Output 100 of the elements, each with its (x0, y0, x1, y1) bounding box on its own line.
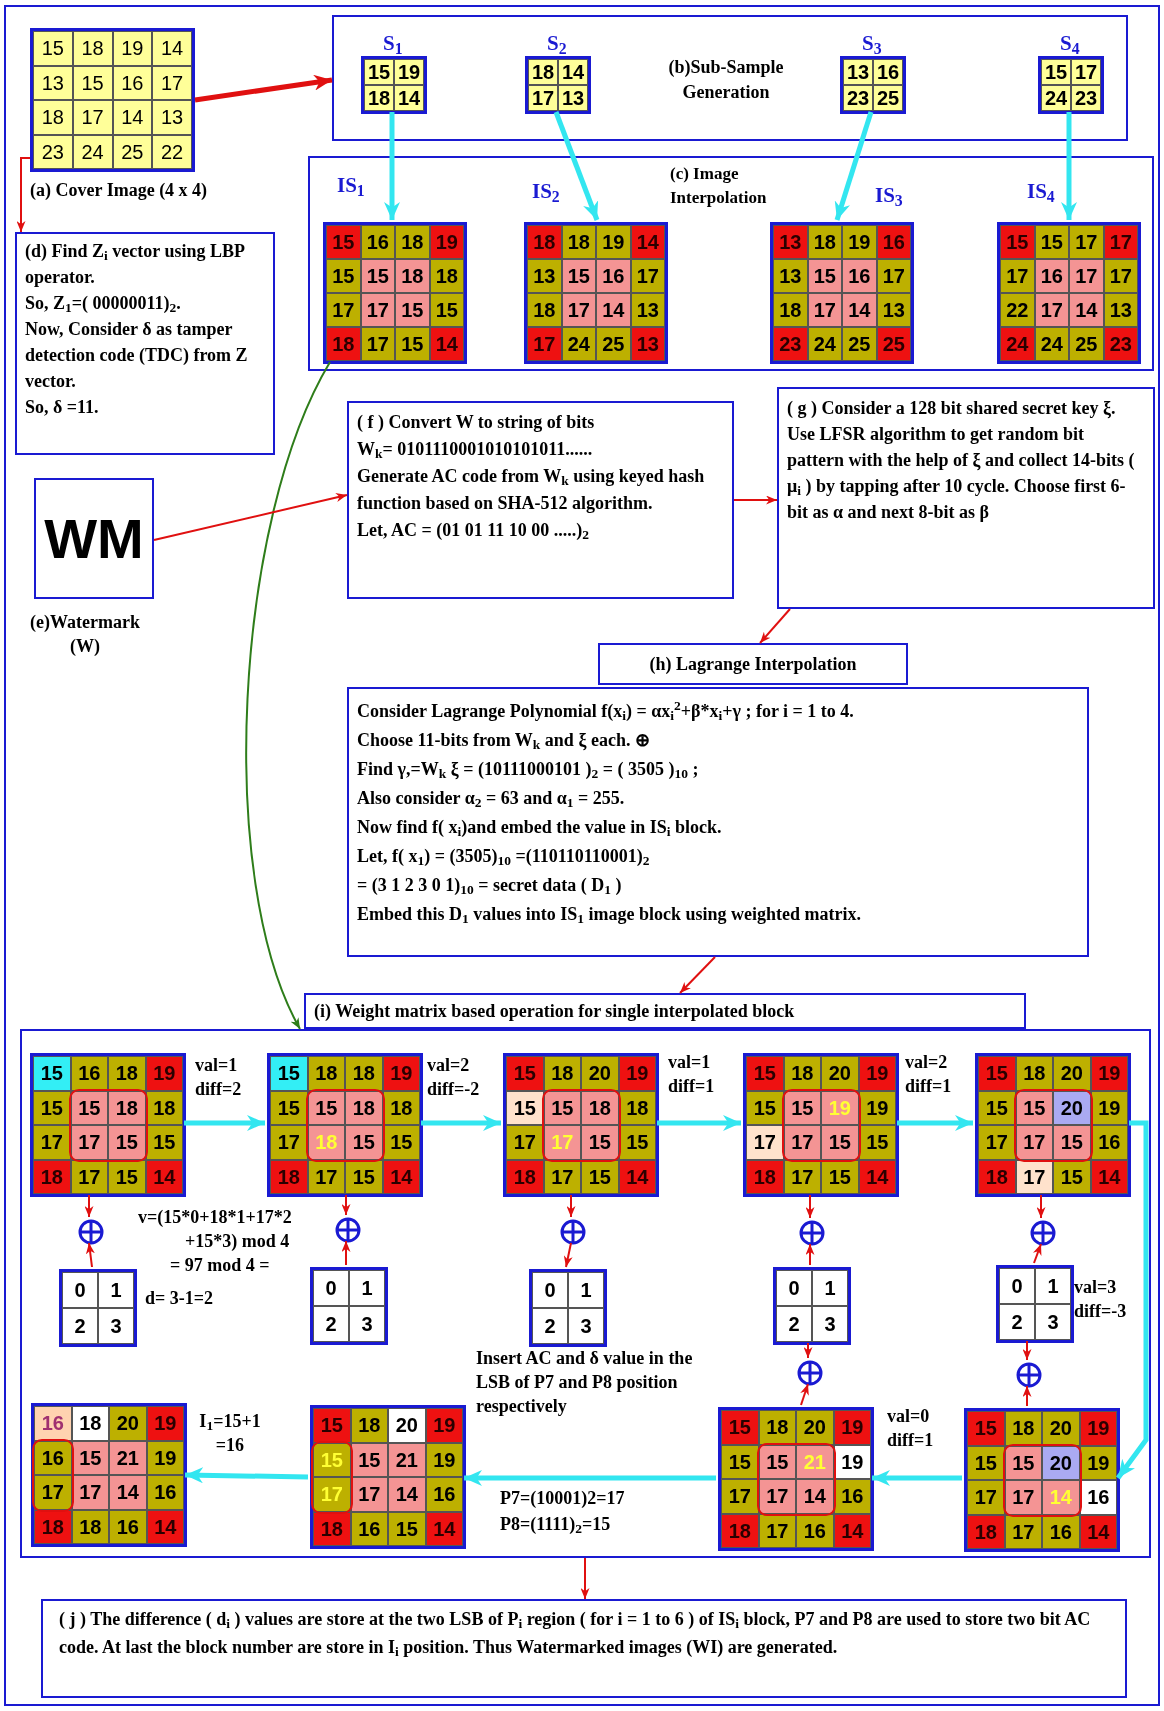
pixel-cell: 17 (1069, 225, 1104, 259)
arrow (1032, 1243, 1042, 1264)
step-text: Consider Lagrange Polynomial f(x$_{i}$) = αx$_{i}$$^{2}$+β*x$_{i}$+γ ; for i = 1 to 4. (357, 697, 855, 726)
pixel-cell: 14 (842, 293, 877, 327)
pixel-cell: 18 (364, 85, 394, 111)
pixel-cell: 16 (146, 1475, 184, 1510)
pixel-cell: 17 (1000, 259, 1035, 293)
section-title: (b)Sub-Sample Generation (667, 56, 785, 104)
arrow (733, 495, 778, 505)
pixel-grid (503, 1053, 659, 1197)
pixel-cell: 18 (543, 1056, 581, 1091)
weight-matrix (773, 1267, 851, 1345)
arrow (1022, 1385, 1032, 1407)
pixel-cell: 15 (807, 259, 842, 293)
pixel-cell: 15 (313, 1442, 351, 1477)
pixel-cell: 15 (1053, 1125, 1091, 1160)
arrow (805, 1194, 815, 1219)
step-text: W$_{k}$= 0101110001010101011...... (357, 438, 594, 463)
pixel-cell: 18 (1004, 1411, 1042, 1446)
pixel-cell: 17 (876, 259, 911, 293)
pixel-cell: 17 (721, 1479, 759, 1514)
annotation-text: val=1 diff=1 (668, 1051, 716, 1098)
pixel-cell: 15 (1000, 225, 1035, 259)
pixel-cell: 17 (506, 1125, 544, 1160)
pixel-cell: 17 (326, 293, 361, 327)
pixel-cell: 15 (326, 259, 361, 293)
pixel-cell: 15 (382, 1125, 420, 1160)
pixel-cell: 13 (773, 259, 808, 293)
pixel-cell: 18 (345, 1090, 383, 1125)
pixel-cell: 17 (360, 293, 395, 327)
pixel-cell: 15 (746, 1056, 784, 1091)
pixel-cell: 15 (967, 1445, 1005, 1480)
arrow (85, 1242, 95, 1268)
pixel-cell: 14 (796, 1479, 834, 1514)
pixel-grid (310, 1405, 466, 1549)
pixel-cell: 15 (345, 1125, 383, 1160)
pixel-cell: 20 (388, 1408, 426, 1443)
pixel-cell: 15 (429, 293, 464, 327)
pixel-cell: 24 (1000, 327, 1035, 361)
matrix-cell: 3 (349, 1306, 385, 1342)
pixel-cell: 17 (758, 1479, 796, 1514)
step-text: Choose 11-bits from W$_{k}$ and ξ each. ⊕ (357, 729, 651, 755)
step-box (15, 232, 275, 455)
step-text: Embed this D$_{1}$ values into IS$_{1}$ image block using weighted matrix. (357, 903, 863, 929)
pixel-cell: 15 (967, 1411, 1005, 1446)
arrow (872, 1470, 962, 1486)
pixel-cell: 13 (773, 225, 808, 259)
step-box (347, 401, 734, 599)
pixel-cell: 16 (1042, 1514, 1080, 1549)
section-panel (308, 156, 1154, 371)
pixel-cell: 18 (33, 100, 73, 135)
weight-matrix (996, 1265, 1074, 1343)
pixel-cell: 16 (109, 1509, 147, 1544)
pixel-cell: 15 (270, 1056, 308, 1091)
pixel-cell: 22 (152, 134, 192, 169)
arrow (1022, 1340, 1032, 1361)
matrix-cell: 1 (812, 1270, 848, 1306)
pixel-cell: 17 (270, 1125, 308, 1160)
arrow (84, 1194, 94, 1218)
arrow (1061, 112, 1077, 220)
pixel-cell: 18 (807, 225, 842, 259)
pixel-cell: 17 (527, 327, 562, 361)
step-text: ( f ) Convert W to string of bits (357, 411, 596, 434)
pixel-grid (30, 1053, 186, 1197)
xor-symbol (797, 1360, 823, 1386)
pixel-cell: 17 (543, 1125, 581, 1160)
section-panel (20, 1029, 1151, 1558)
pixel-grid (267, 1053, 423, 1197)
pixel-cell: 18 (34, 1509, 72, 1544)
pixel-cell: 17 (978, 1125, 1016, 1160)
pixel-cell: 24 (1034, 327, 1069, 361)
pixel-cell: 23 (1103, 327, 1138, 361)
pixel-cell: 24 (807, 327, 842, 361)
weight-matrix (59, 1269, 137, 1347)
annotation-text: val=2 diff=-2 (427, 1054, 481, 1101)
arrow (194, 74, 333, 103)
pixel-cell: 13 (843, 59, 873, 85)
pixel-cell: 15 (395, 327, 430, 361)
arrow (800, 1383, 809, 1406)
pixel-grid (718, 1407, 874, 1551)
pixel-cell: 15 (821, 1159, 859, 1194)
pixel-cell: 18 (773, 293, 808, 327)
matrix-cell: 1 (349, 1270, 385, 1306)
pixel-cell: 25 (1069, 327, 1104, 361)
matrix-cell: 0 (313, 1270, 349, 1306)
pixel-cell: 19 (382, 1056, 420, 1091)
arrow (580, 1557, 590, 1600)
pixel-cell: 14 (109, 1475, 147, 1510)
pixel-cell: 18 (33, 1159, 71, 1194)
pixel-cell: 15 (1041, 59, 1071, 85)
pixel-cell: 18 (783, 1056, 821, 1091)
block-label: S$_{2}$ (547, 30, 567, 59)
step-text: ( j ) The difference ( d$_{i}$ ) values are store at the two LSB of P$_{i}$ region ( for i = 1 to 6 ) of IS$_{i}$ block, P7 and P8 are used to store two bit AC code. At last the block number are store in I$_{i}$ position. Thus Watermarked images (WI) are generated. (59, 1608, 1092, 1661)
step-box (41, 1599, 1127, 1698)
step-box (347, 687, 1089, 957)
pixel-cell: 14 (630, 225, 665, 259)
pixel-cell: 17 (33, 1125, 71, 1160)
pixel-cell: 16 (1079, 1480, 1117, 1515)
pixel-cell: 18 (758, 1410, 796, 1445)
pixel-cell: 19 (1090, 1056, 1128, 1091)
